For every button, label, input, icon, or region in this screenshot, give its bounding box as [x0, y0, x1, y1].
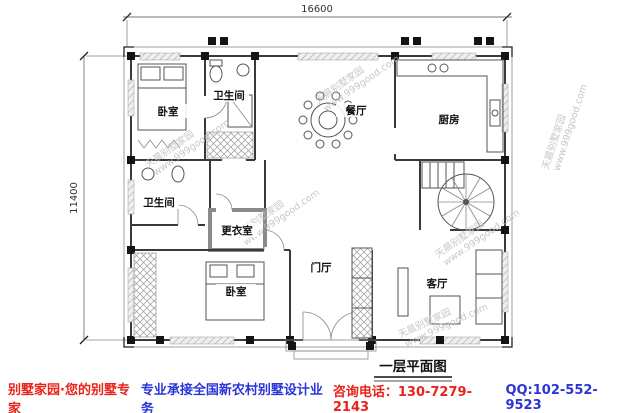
room-label-living: 客厅	[426, 277, 448, 290]
footer-brand: 别墅家园·您的别墅专家	[8, 383, 130, 413]
eave-outline	[123, 46, 513, 348]
room-label-kitchen: 厨房	[439, 113, 460, 126]
bed-top-left	[137, 63, 187, 149]
living-room-furniture	[397, 249, 503, 325]
bathroom-top-fixtures	[206, 59, 254, 159]
room-label-bath-top: 卫生间	[213, 89, 245, 102]
columns	[127, 37, 509, 350]
windows	[127, 52, 509, 345]
dimension-annotations: 16600 11400	[69, 4, 512, 345]
room-label-bedroom-top-left: 卧室	[158, 105, 179, 118]
footer-qq: QQ:102-552-9523	[505, 383, 598, 413]
bathroom-left-fixtures	[141, 165, 185, 183]
room-label-dining: 餐厅	[345, 104, 367, 117]
entry-porch	[285, 339, 377, 360]
kitchen-counter	[396, 59, 504, 153]
room-label-bath-left: 卫生间	[143, 196, 175, 209]
room-labels: 卧室 卫生间 餐厅 厨房 卫生间 更衣室 卧室 门厅 客厅	[139, 88, 469, 298]
footer-phone: 咨询电话：130-7279-2143	[332, 385, 472, 413]
dimension-width-label: 16600	[301, 4, 333, 15]
dining-table	[298, 91, 358, 149]
plan-title-text: 一层平面图	[379, 359, 447, 375]
spiral-staircase	[421, 161, 495, 231]
plan-title: 一层平面图	[374, 359, 452, 382]
dimension-height-label: 11400	[69, 182, 80, 214]
footer-bar: 别墅家园·您的别墅专家 专业承接全国新农村别墅设计业务 咨询电话：130-727…	[0, 383, 640, 413]
footer-service: 专业承接全国新农村别墅设计业务	[140, 383, 323, 413]
room-label-foyer: 门厅	[311, 261, 332, 274]
room-label-bedroom-bottom-left: 卧室	[226, 285, 247, 298]
watermark: 天晨别墅家园 www.999good.com	[539, 83, 589, 173]
foyer-cabinet	[351, 247, 373, 339]
room-label-dressing: 更衣室	[221, 224, 253, 237]
watermark: 天晨别墅家园 www.999good.com	[233, 187, 322, 248]
